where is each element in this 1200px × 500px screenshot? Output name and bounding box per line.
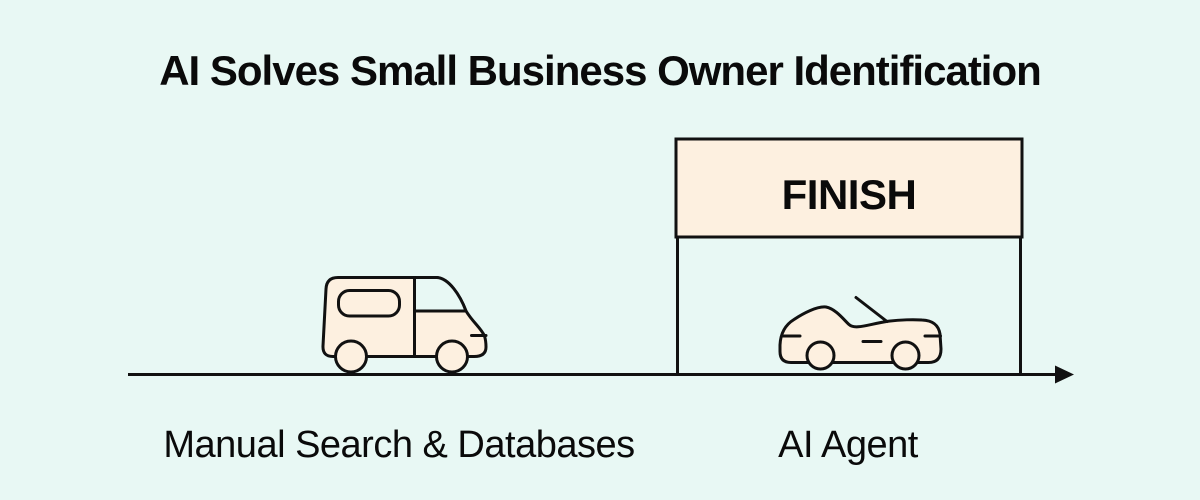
- car-front-wheel: [890, 340, 921, 371]
- finish-banner-label: FINISH: [781, 171, 917, 218]
- convertible-car-icon: [778, 296, 943, 371]
- car-rear-wheel: [805, 340, 836, 371]
- lane-label-manual: Manual Search & Databases: [163, 424, 635, 466]
- arrow-right-icon: [1055, 365, 1074, 384]
- car-windshield: [854, 296, 889, 323]
- van-windshield: [413, 276, 468, 313]
- ground-arrow: [128, 365, 1074, 384]
- van-window: [337, 289, 401, 318]
- finish-banner: [674, 137, 1024, 239]
- lane-label-ai: AI Agent: [778, 424, 918, 466]
- finish-gate: [674, 137, 1024, 373]
- van-rear-wheel: [334, 339, 368, 374]
- page-title: AI Solves Small Business Owner Identific…: [159, 47, 1042, 94]
- delivery-van-icon: [321, 276, 488, 374]
- van-front-wheel: [435, 339, 469, 374]
